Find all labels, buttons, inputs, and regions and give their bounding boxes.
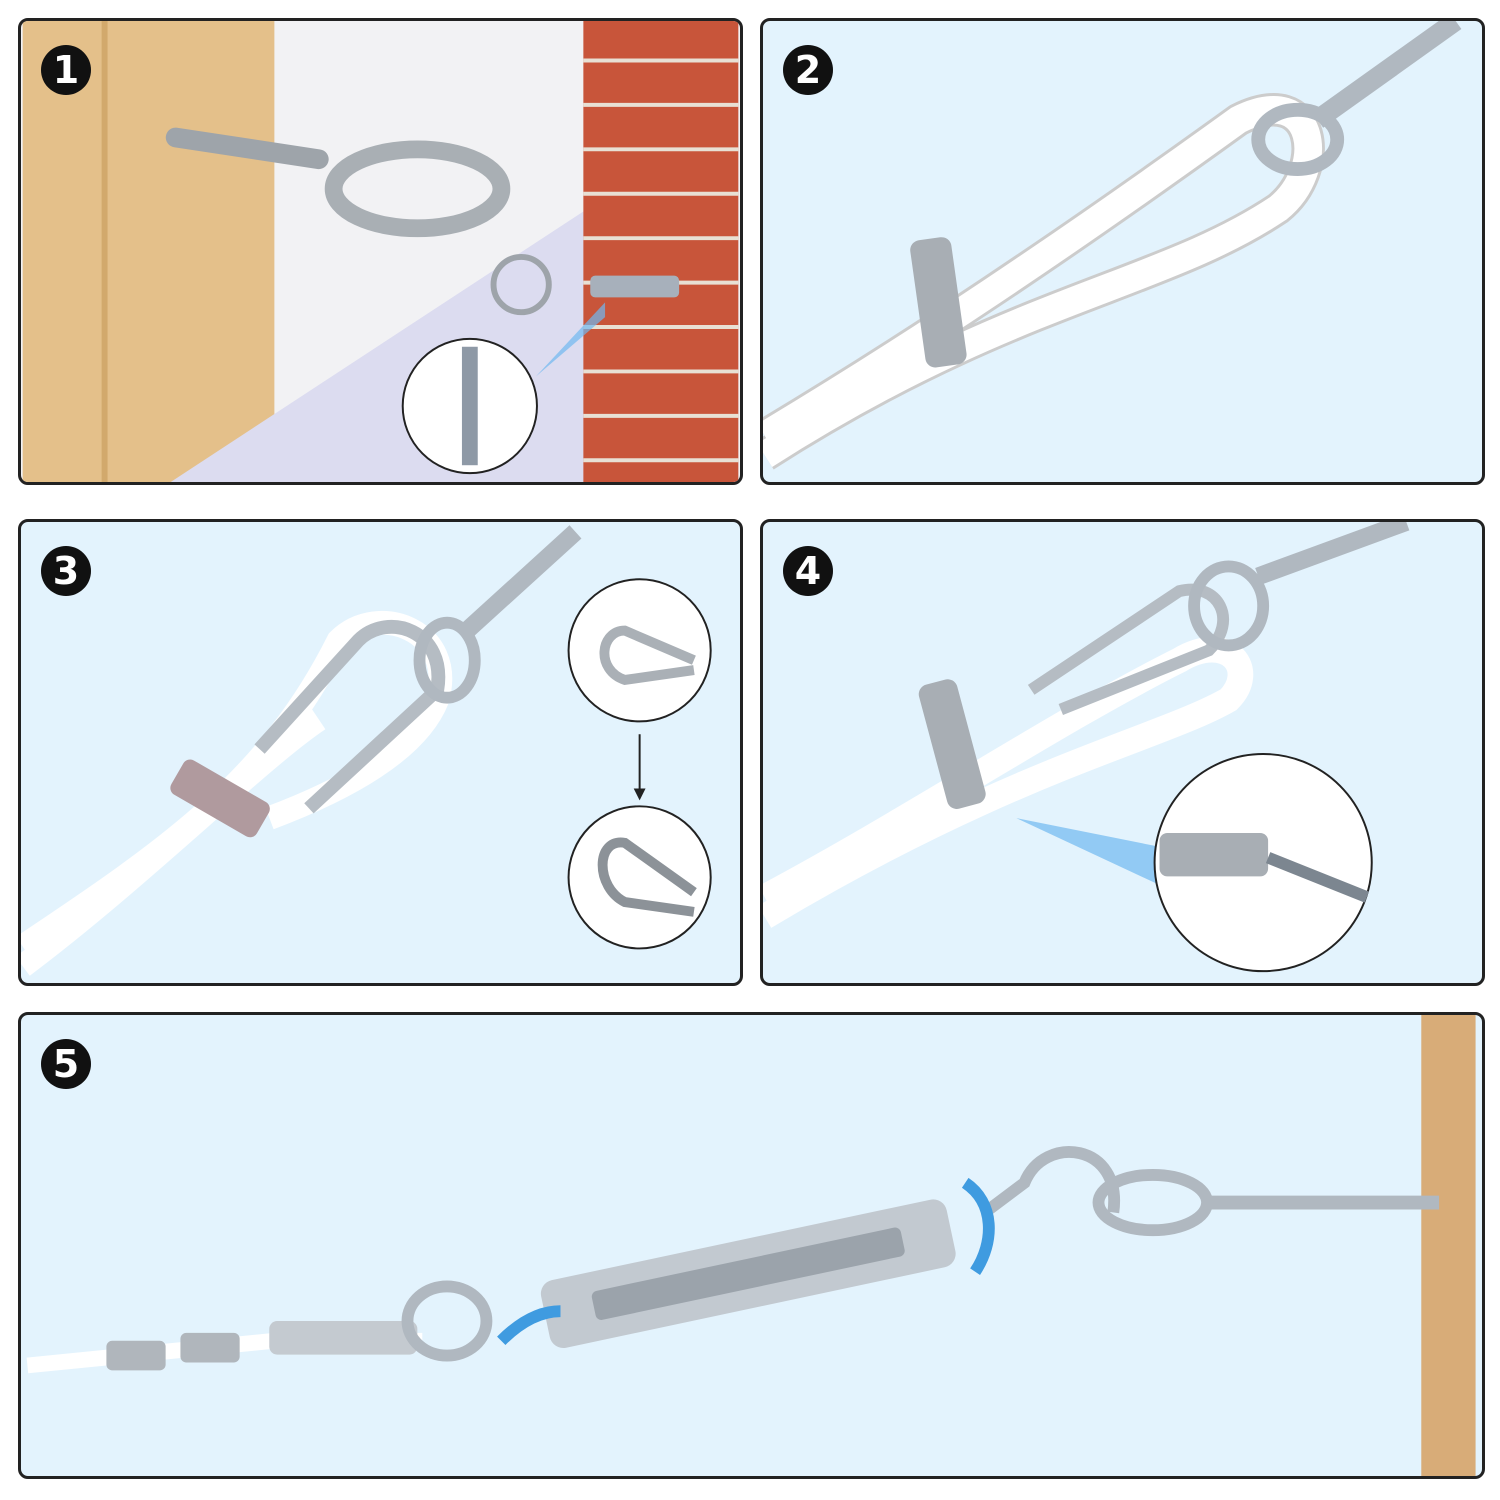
rotate-arrow-icon xyxy=(961,1177,995,1275)
ferrule-sleeve xyxy=(910,237,967,368)
brick-wall xyxy=(583,21,739,482)
thimble xyxy=(269,1321,418,1355)
screw-tightening-illustration xyxy=(763,522,1410,973)
step-number-badge: 1 xyxy=(41,45,91,95)
step-4-panel: 4 xyxy=(760,519,1485,986)
step-number-badge: 3 xyxy=(41,546,91,596)
ferrule-with-screws xyxy=(918,679,986,809)
ferrule-sleeve xyxy=(170,759,270,838)
eye-end xyxy=(401,1280,493,1362)
rotate-arrow-icon xyxy=(497,1305,561,1346)
cable-clamp xyxy=(106,1340,166,1371)
turnbuckle-body xyxy=(540,1199,956,1349)
screwdriver xyxy=(1265,852,1370,903)
wood-post xyxy=(1421,1015,1476,1476)
step-5-panel: 5 xyxy=(18,1012,1485,1479)
thimble-closed-detail xyxy=(567,805,712,950)
step-1-panel: 1 xyxy=(18,18,743,485)
hook-ring xyxy=(1188,560,1270,652)
turnbuckle-illustration xyxy=(26,1015,1476,1476)
step-number-badge: 5 xyxy=(41,1039,91,1089)
cable-clamp xyxy=(180,1332,240,1363)
small-eye-screw xyxy=(490,253,552,316)
cable-loop-illustration xyxy=(763,21,1462,470)
wall-anchor xyxy=(590,275,680,298)
eye-screw xyxy=(165,127,329,170)
thimble-illustration xyxy=(21,525,712,976)
hook-ring xyxy=(413,616,481,704)
step-3-panel: 3 xyxy=(18,519,743,986)
eye-hook xyxy=(1251,102,1345,176)
thimble xyxy=(254,619,446,814)
step-2-panel: 2 xyxy=(760,18,1485,485)
wall-mounting-illustration xyxy=(22,21,739,482)
step-number-badge: 4 xyxy=(783,546,833,596)
wood-post xyxy=(22,21,275,482)
thimble-open-detail xyxy=(567,578,712,723)
step-number-badge: 2 xyxy=(783,45,833,95)
